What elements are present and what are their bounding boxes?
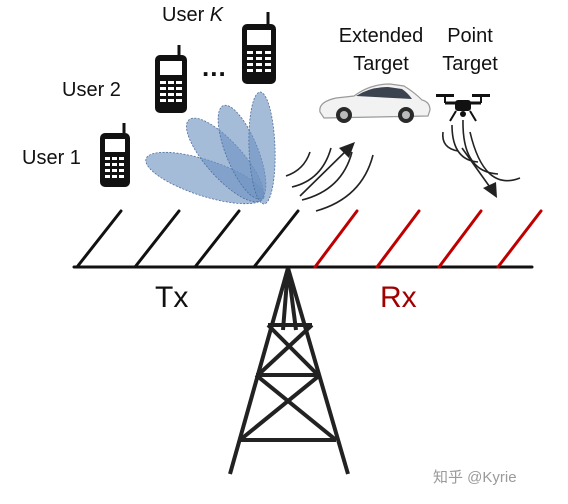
extended-target-line2: Target — [353, 53, 409, 75]
beam-lobe-userK — [248, 91, 276, 205]
extended-target-label: Extended Target — [326, 22, 436, 78]
tx-antenna-elements — [75, 209, 300, 269]
rx-antenna-elements — [313, 209, 543, 269]
arrowhead-icon — [339, 142, 355, 158]
beam-lobes — [145, 91, 276, 205]
user-1-label: User 1 — [22, 147, 81, 169]
tx-label: Tx — [155, 281, 189, 314]
antenna-array — [72, 209, 543, 269]
phone-icon — [155, 45, 187, 113]
extended-target-line1: Extended — [338, 25, 424, 47]
tower-icon — [228, 267, 350, 475]
watermark: 知乎 @Kyrie — [433, 469, 517, 486]
sensing-signal-tx — [285, 142, 374, 212]
point-target-label: Point Target — [430, 22, 510, 78]
rx-label: Rx — [380, 281, 417, 314]
user-k-label: User K — [162, 5, 223, 25]
user-2-label: User 2 — [62, 79, 121, 101]
point-target-line1: Point — [447, 25, 493, 47]
ellipsis: ... — [202, 52, 227, 82]
sensing-signal-rx — [441, 119, 521, 198]
drone-icon — [436, 94, 490, 122]
phone-icon — [100, 123, 130, 187]
user-k-prefix: User — [162, 4, 210, 26]
phone-icon — [242, 12, 276, 84]
user-k-variable: K — [209, 4, 224, 26]
car-icon — [319, 83, 431, 123]
arrowhead-icon — [483, 182, 497, 198]
point-target-line2: Target — [442, 53, 498, 75]
